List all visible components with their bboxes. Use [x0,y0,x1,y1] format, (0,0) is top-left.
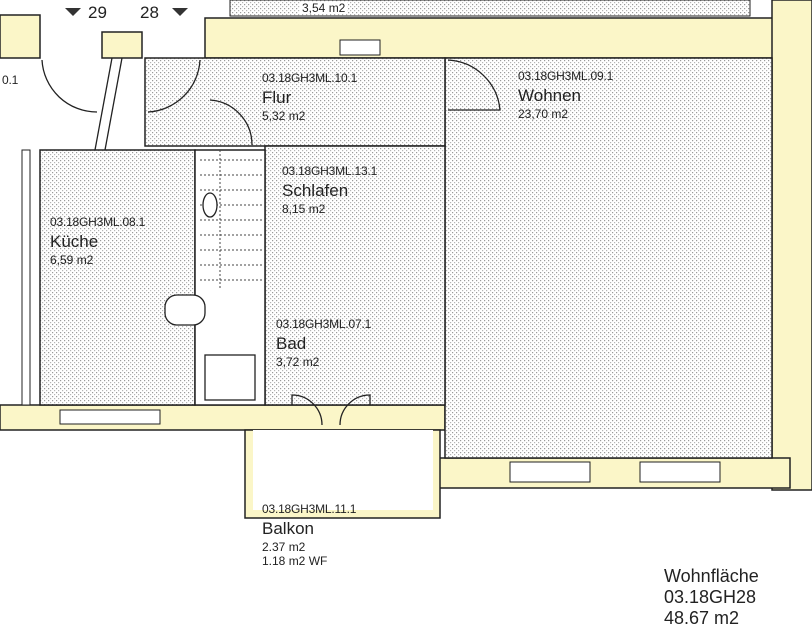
room-area: 2.37 m2 [262,540,306,554]
room-name: Bad [276,334,307,353]
room-schlafen [264,145,446,406]
room-name: Schlafen [282,181,349,200]
balcony-floor [253,430,433,510]
room-code: 03.18GH3ML.13.1 [282,164,378,178]
partial-room-top [229,0,751,17]
marker-29: 29 [88,3,107,22]
room-code: 03.18GH3ML.08.1 [50,215,146,229]
room-code: 03.18GH3ML.11.1 [262,502,357,516]
sink-icon [202,192,218,218]
room-area: 23,70 m2 [518,107,569,121]
room-kueche [39,149,196,406]
marker-arrow-29 [65,8,81,16]
living-area-total: 48.67 m2 [664,608,740,628]
room-name: Flur [262,88,292,107]
room-area: 6,59 m2 [50,253,94,267]
shower-icon [204,354,256,401]
living-area-label: Wohnfläche [664,566,759,586]
door-arc-balcony-left [291,394,323,426]
room-name: Wohnen [518,86,582,105]
room-area: 5,32 m2 [262,109,306,123]
marker-arrow-28 [172,8,188,16]
room-name: Balkon [262,519,314,538]
room-code: 03.18GH3ML.10.1 [262,71,358,85]
room-code: 03.18GH3ML.07.1 [276,317,372,331]
door-arc-balcony-right [339,394,371,426]
door-arc-wohnen [447,59,501,111]
toilet-icon [164,294,206,326]
room-area-wf: 1.18 m2 WF [262,554,328,568]
left-pillar [101,31,143,59]
right-wall [771,0,812,491]
door-arc-entry-left [41,59,98,113]
door-arc-entry-right [147,59,201,113]
left-top-wall [0,14,41,59]
room-wohnen [444,57,773,459]
room-area: 3,72 m2 [276,355,320,369]
room-name: Küche [50,232,99,251]
marker-28: 28 [140,3,159,22]
partial-room-code: 0.1 [2,73,19,87]
room-flur [144,57,446,147]
top-wall [204,17,812,59]
partial-room-area: 3,54 m2 [300,1,348,15]
room-area: 8,15 m2 [282,202,326,216]
room-code: 03.18GH3ML.09.1 [518,69,614,83]
door-arc-flur [209,99,253,146]
bottom-wall-right [429,457,791,489]
apartment-code: 03.18GH28 [664,587,757,607]
